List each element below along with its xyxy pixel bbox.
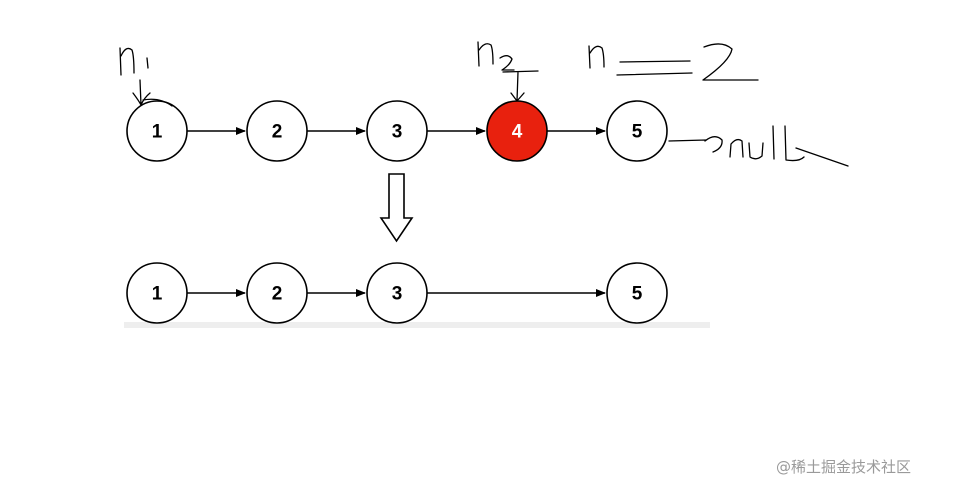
handwriting-n1 [119,47,149,76]
annotation-tail [668,125,849,167]
annotation-pointer-2 [477,41,539,102]
node-circle [606,262,668,324]
node-label: 4 [512,122,523,143]
pointer-arrow-icon [502,70,539,102]
handwriting-n2 [477,41,515,71]
node-label: 1 [152,284,163,305]
list-node: 1 [126,100,188,162]
handwriting-n-equals-2 [588,43,759,81]
node-circle [366,262,428,324]
after-list: 1 2 3 5 [124,262,710,328]
node-label: 1 [152,122,163,143]
list-node: 3 [366,100,428,162]
node-label: 2 [272,122,283,143]
node-label: 3 [392,122,403,143]
node-label: 2 [272,284,283,305]
node-circle [246,100,308,162]
annotation-param [588,43,759,81]
handwriting-null [668,125,849,167]
pointer-arrow-icon [132,79,173,107]
node-circle [126,100,188,162]
list-node: 2 [246,262,308,324]
bottom-shadow-strip [124,322,710,328]
watermark: @稀土掘金技术社区 [776,458,912,476]
list-node: 1 [126,262,188,324]
hollow-down-arrow-icon [379,173,414,243]
list-node: 5 [606,262,668,324]
node-circle [246,262,308,324]
node-circle [126,262,188,324]
node-circle [606,100,668,162]
list-node-highlighted: 4 [486,100,548,162]
node-label: 5 [632,284,643,305]
before-list: 1 2 3 4 5 [126,100,668,162]
list-node: 3 [366,262,428,324]
node-label: 5 [632,122,643,143]
list-node: 5 [606,100,668,162]
node-circle [366,100,428,162]
annotation-pointer-1 [119,47,173,107]
node-label: 3 [392,284,403,305]
list-node: 2 [246,100,308,162]
